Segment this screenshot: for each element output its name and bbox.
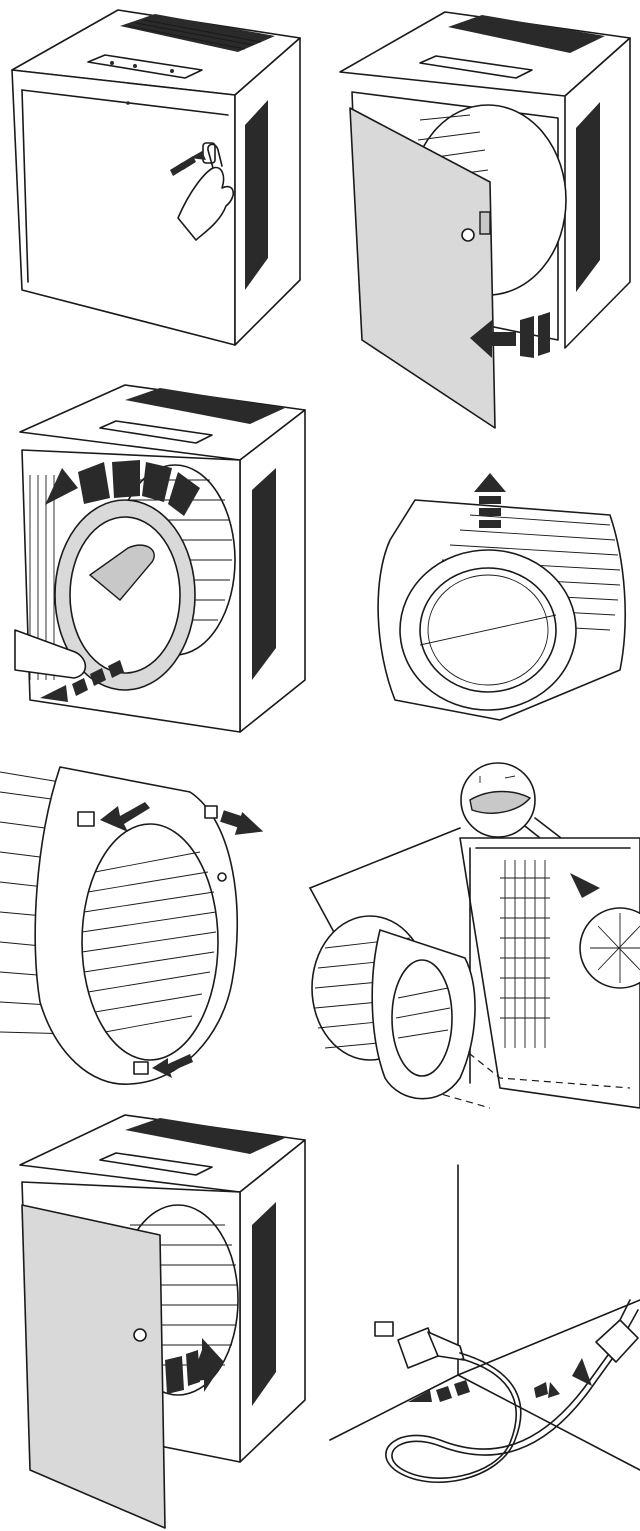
step-5-mounting-tabs bbox=[0, 762, 280, 1102]
step-7-close-door bbox=[0, 1110, 320, 1531]
step-3-rotate-pull-filter bbox=[0, 380, 320, 740]
step-8-connect-power-cord bbox=[320, 1150, 640, 1531]
step-6-insert-filter bbox=[300, 748, 640, 1118]
step-4-remove-packaging bbox=[320, 470, 640, 730]
step-2-open-door bbox=[320, 0, 640, 430]
step-1-press-latch bbox=[0, 0, 320, 360]
